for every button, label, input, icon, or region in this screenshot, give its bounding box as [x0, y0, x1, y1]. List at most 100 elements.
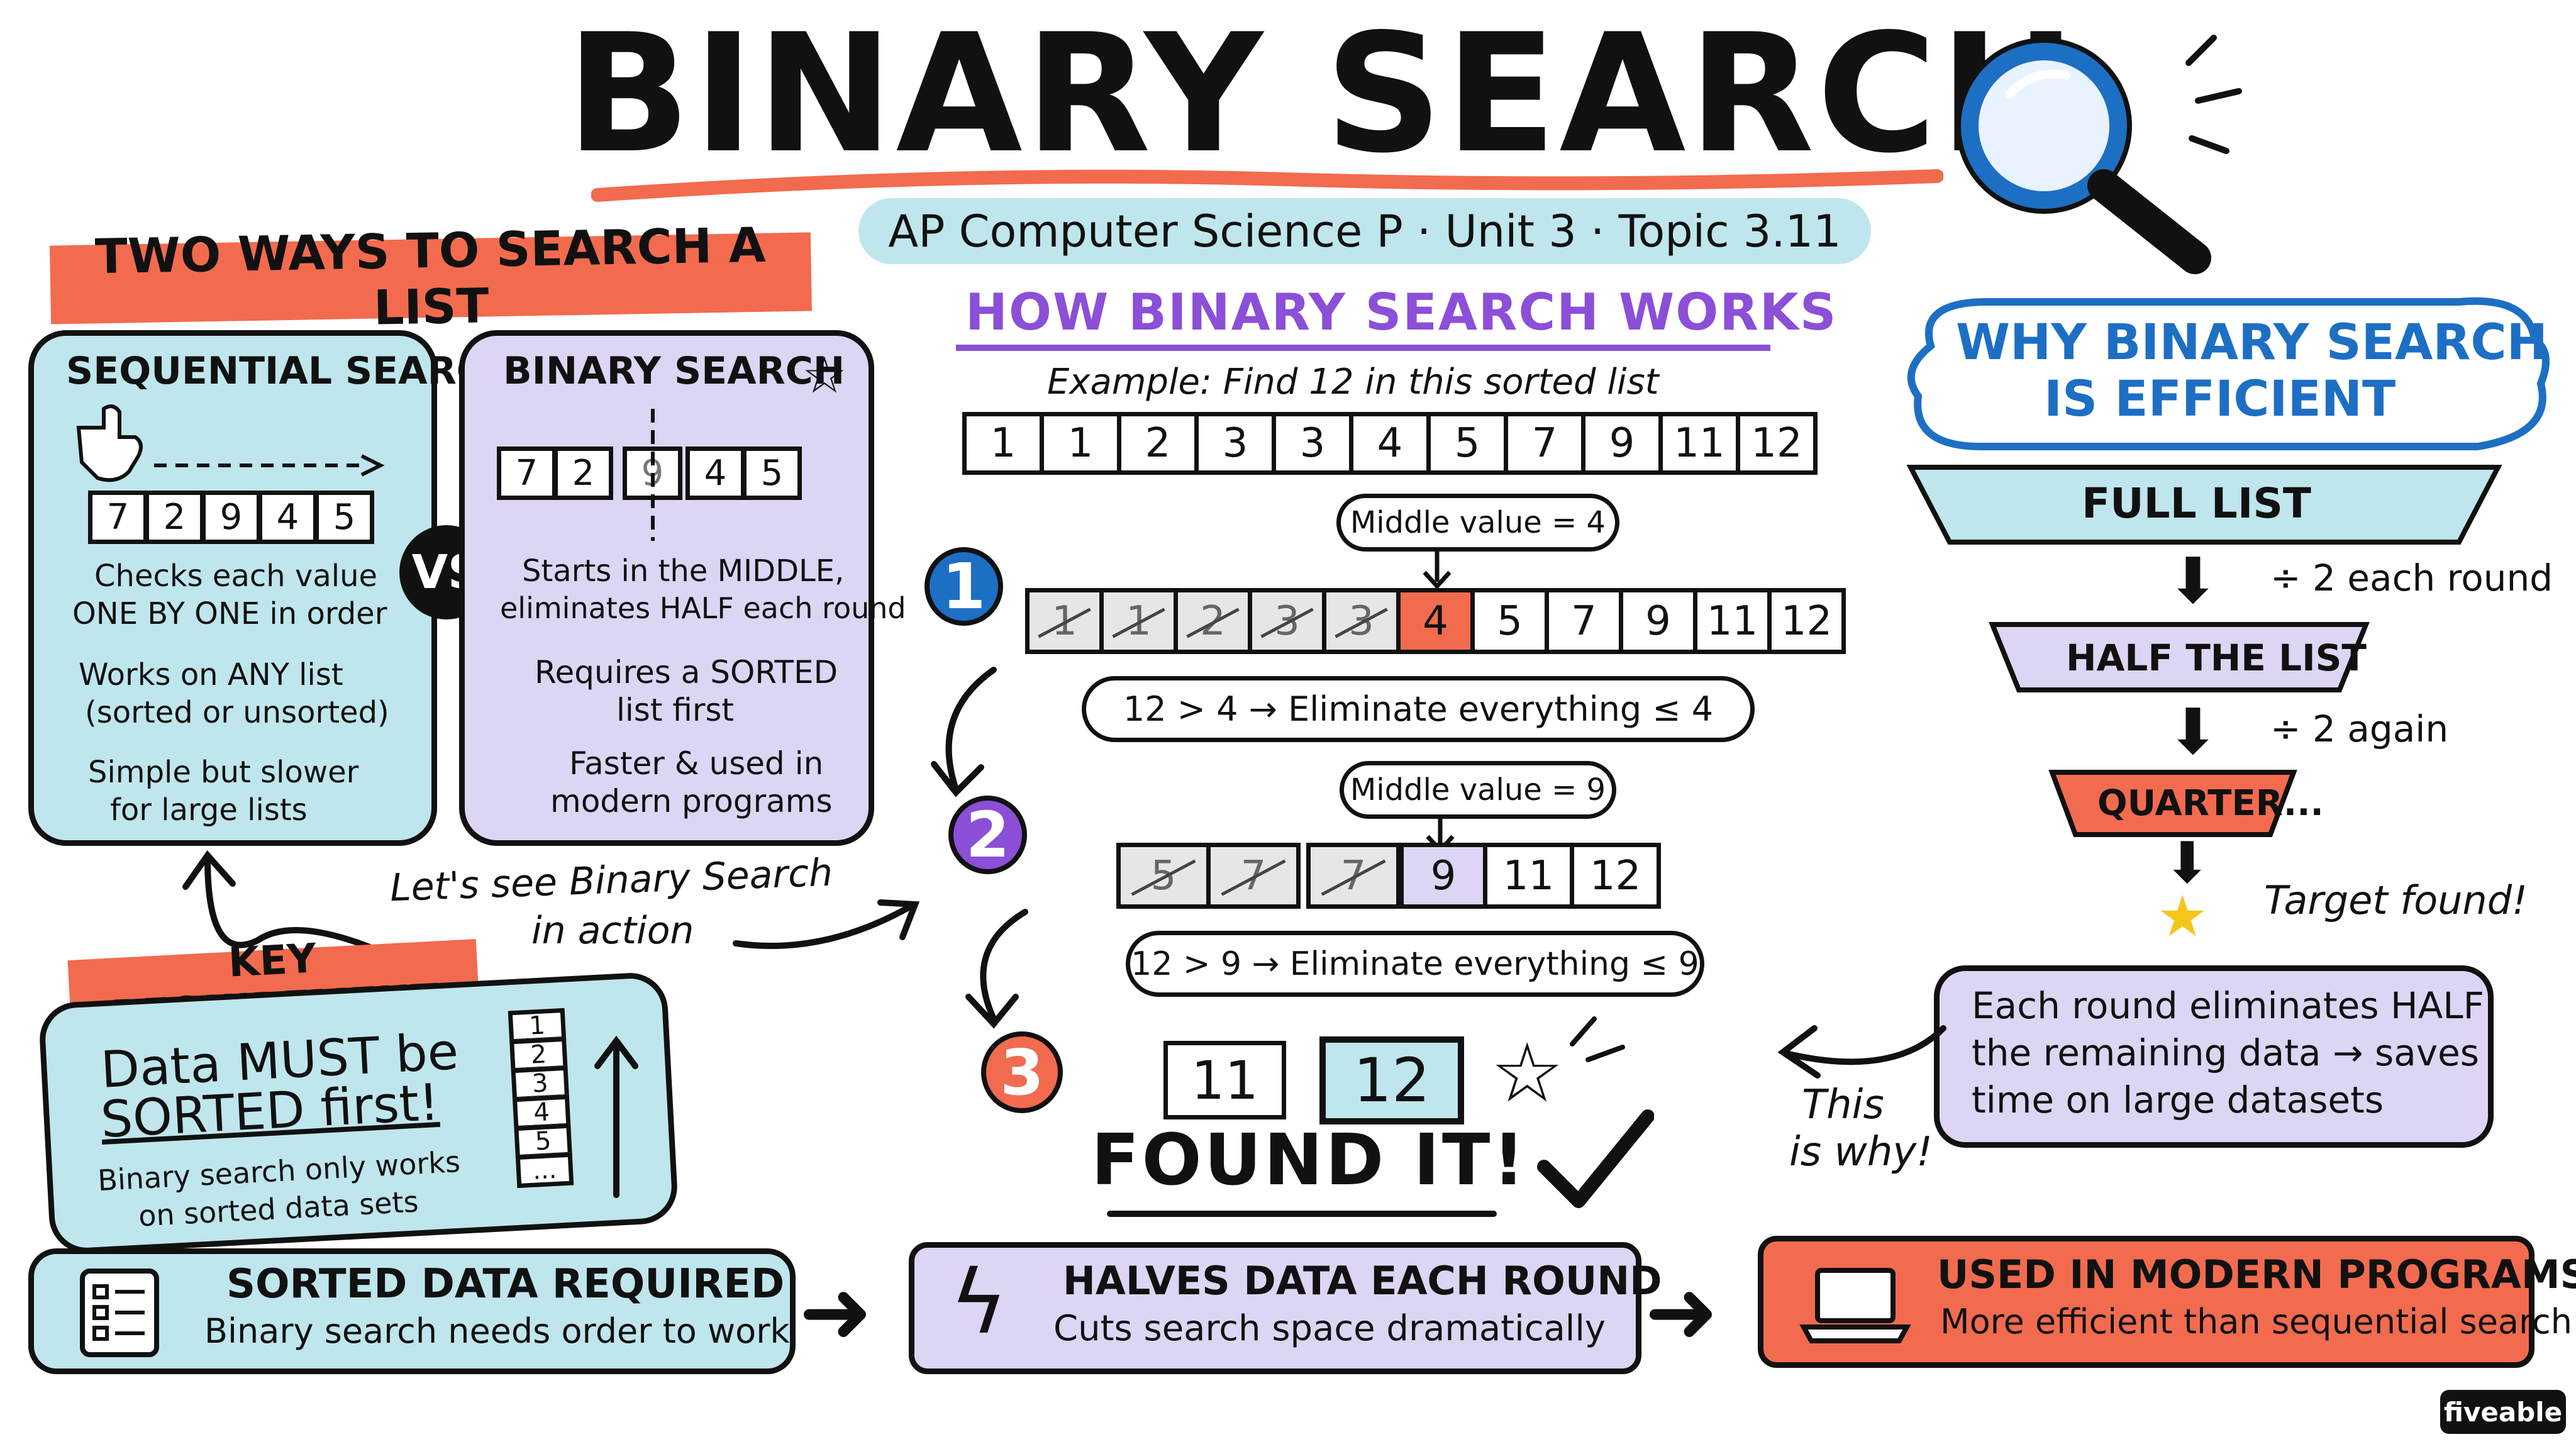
bin-cell: 7: [497, 447, 557, 500]
arrow-to-steps: [733, 899, 920, 949]
this-is-why: This: [1802, 1082, 1884, 1128]
title-underline: [591, 169, 1943, 202]
subtitle-pill: AP Computer Science P · Unit 3 · Topic 3…: [858, 198, 1871, 264]
subtitle: AP Computer Science P · Unit 3 · Topic 3…: [888, 205, 1841, 257]
list-cell: 2: [1117, 412, 1199, 475]
step1-cell: 7: [1545, 588, 1623, 654]
bottom-modern-title: USED IN MODERN PROGRAMS: [1937, 1252, 2576, 1297]
step-3-badge: 3: [981, 1031, 1063, 1113]
why-heading-2: IS EFFICIENT: [2044, 371, 2396, 428]
half-list-label: HALF THE LIST: [2066, 636, 2367, 679]
bottom-sorted-title: SORTED DATA REQUIRED: [226, 1261, 785, 1307]
curve-arrow-1-2: [931, 667, 997, 797]
bottom-card-halves: [909, 1242, 1641, 1374]
full-list-shape: [1906, 465, 2502, 545]
middle-value-label-2: Middle value = 9: [1340, 761, 1616, 819]
step2-cell: 11: [1483, 843, 1574, 909]
cloud-frame: [1907, 297, 2550, 450]
step1-cell: 9: [1619, 588, 1697, 654]
magnifier-icon: [1956, 35, 2242, 274]
middle-divider: [651, 409, 655, 541]
efficiency-note: Each round eliminates HALF: [1972, 984, 2484, 1027]
step1-cell: 12: [1767, 588, 1846, 654]
seq-cell: 7: [88, 491, 148, 544]
step1-cell: 11: [1693, 588, 1772, 654]
down-arrow-1: [1423, 547, 1452, 590]
sparkle-lines: [1570, 1016, 1625, 1062]
checklist-icon: [80, 1269, 159, 1357]
step2-note: 12 > 9 → Eliminate everything ≤ 9: [1126, 931, 1704, 997]
star-icon: ☆: [802, 346, 847, 404]
step1-note: 12 > 4 → Eliminate everything ≤ 4: [1082, 676, 1755, 742]
up-arrow-icon: [594, 1035, 638, 1198]
div-each-round: ÷ 2 each round: [2270, 557, 2553, 599]
step3-cell: 11: [1163, 1041, 1286, 1119]
list-cell: 3: [1272, 412, 1353, 475]
sparkle-star-icon: ☆: [1491, 1025, 1564, 1121]
step2-cell: 7: [1206, 843, 1301, 909]
efficiency-note: time on large datasets: [1972, 1079, 2384, 1121]
target-found: Target found!: [2264, 877, 2528, 923]
bin-line: Faster & used in: [569, 745, 824, 782]
list-cell: 11: [1658, 412, 1740, 475]
step1-cell: 1: [1099, 588, 1178, 654]
sorted-stack: 1 2 3 4 5 ...: [508, 1008, 574, 1189]
list-cell: 1: [962, 412, 1044, 475]
seq-line: Checks each value: [94, 558, 378, 594]
step1-cell: 2: [1174, 588, 1252, 654]
down-arrow-icon: ⬇: [2167, 695, 2219, 769]
list-cell: 7: [1504, 412, 1585, 475]
step1-cell: 3: [1322, 588, 1401, 654]
curved-up-arrow: [182, 850, 387, 956]
bin-cell: 4: [686, 447, 745, 500]
div-again: ÷ 2 again: [2270, 708, 2449, 750]
seq-line: for large lists: [110, 792, 308, 828]
efficiency-note-card: [1934, 965, 2494, 1148]
list-cell: 9: [1581, 412, 1663, 475]
laptop-icon: [1799, 1268, 1911, 1343]
list-cell: 4: [1349, 412, 1431, 475]
bin-line: Requires a SORTED: [535, 654, 838, 691]
step3-target-cell: 12: [1319, 1036, 1464, 1124]
how-heading-underline: [956, 345, 1770, 351]
stack-cell: ...: [515, 1152, 574, 1189]
seq-line: Works on ANY list: [79, 657, 343, 692]
full-list-label: FULL LIST: [2082, 479, 2311, 528]
step-1-badge: 1: [924, 547, 1003, 626]
seq-line: (sorted or unsorted): [85, 695, 389, 730]
sequential-search-card: [28, 330, 437, 846]
lightning-icon: ϟ: [950, 1252, 1008, 1354]
brand-badge: fiveable: [2440, 1390, 2566, 1434]
half-list-shape: [1989, 622, 2370, 692]
sequential-search-title: SEQUENTIAL SEARCH: [66, 349, 516, 393]
arrow-to-steps-right: [1777, 1025, 1946, 1079]
found-it-text: FOUND IT!: [1091, 1119, 1528, 1201]
two-ways-banner-text: TWO WAYS TO SEARCH A LIST: [94, 216, 767, 336]
bottom-modern-sub: More efficient than sequential search: [1940, 1302, 2572, 1341]
down-arrow-icon: ⬇: [2163, 830, 2211, 896]
target-star-icon: ★: [2157, 884, 2208, 950]
found-underline: [1107, 1211, 1497, 1217]
list-cell: 12: [1736, 412, 1818, 475]
page-title: BINARY SEARCH: [566, 0, 2079, 189]
bin-line: eliminates HALF each round: [500, 591, 906, 625]
seq-line: ONE BY ONE in order: [72, 596, 387, 631]
bin-cell: 5: [742, 447, 802, 500]
step2-cell: 12: [1570, 843, 1661, 909]
brand-text: fiveable: [2443, 1396, 2563, 1428]
how-heading: HOW BINARY SEARCH WORKS: [965, 283, 1838, 341]
efficiency-note: the remaining data → saves: [1972, 1031, 2480, 1074]
bin-line: modern programs: [550, 783, 833, 819]
bottom-halves-title: HALVES DATA EACH ROUND: [1063, 1258, 1662, 1304]
seq-line: Simple but slower: [88, 755, 359, 790]
list-cell: 5: [1426, 412, 1508, 475]
curve-arrow-2-3: [965, 909, 1028, 1029]
bin-line: Starts in the MIDDLE,: [522, 553, 845, 589]
step2-cell: 7: [1306, 843, 1401, 909]
step2-middle-cell: 9: [1399, 843, 1487, 909]
step1-cell: 5: [1470, 588, 1549, 654]
binary-search-card: [459, 330, 874, 846]
bottom-halves-sub: Cuts search space dramatically: [1053, 1308, 1606, 1349]
bottom-sorted-sub: Binary search needs order to work: [204, 1311, 790, 1351]
binary-search-title: BINARY SEARCH: [503, 349, 845, 393]
